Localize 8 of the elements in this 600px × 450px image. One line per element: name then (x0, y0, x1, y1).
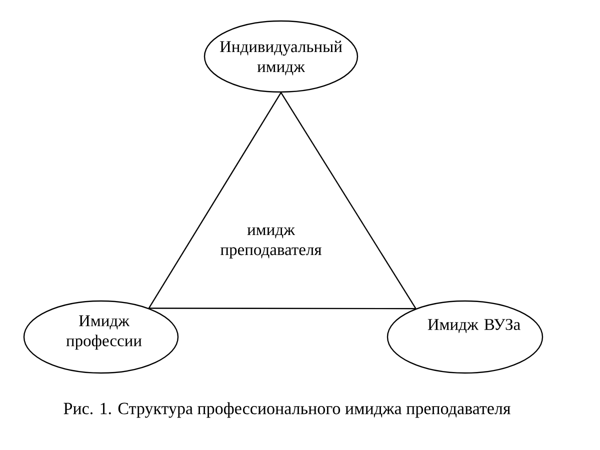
ellipse-node: Индивидуальный имидж (204, 20, 358, 93)
figure-caption: Рис. 1. Структура профессионального имиджа преподавателя (64, 402, 510, 418)
connector-line (280, 92, 416, 309)
inner-label: имидж преподавателя (220, 227, 322, 259)
connector-line (148, 308, 416, 310)
ellipse-node: Имидж профессии (23, 300, 179, 374)
connector-line (148, 92, 282, 309)
ellipse-node: Имидж ВУЗа (386, 300, 544, 374)
